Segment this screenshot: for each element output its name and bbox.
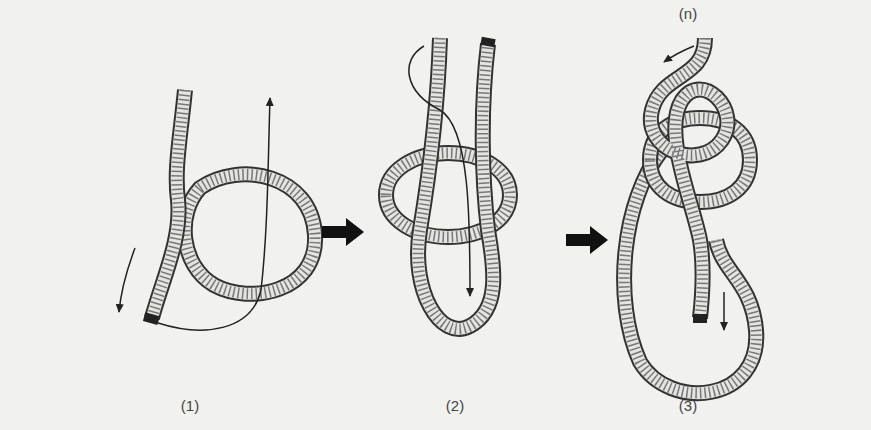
motion-arrow xyxy=(119,248,135,312)
motion-arrow xyxy=(409,46,470,296)
step-arrow xyxy=(322,218,364,246)
step-number: (3) xyxy=(679,398,697,415)
rope xyxy=(624,38,756,393)
rope xyxy=(386,37,510,329)
step-number: (n) xyxy=(679,6,697,23)
step-number: (2) xyxy=(446,398,464,415)
step-arrow xyxy=(566,226,608,254)
step-number: (1) xyxy=(181,398,199,415)
rope xyxy=(143,90,315,325)
motion-arrow xyxy=(723,292,725,330)
motion-arrow xyxy=(158,98,270,330)
motion-arrow xyxy=(664,46,694,62)
